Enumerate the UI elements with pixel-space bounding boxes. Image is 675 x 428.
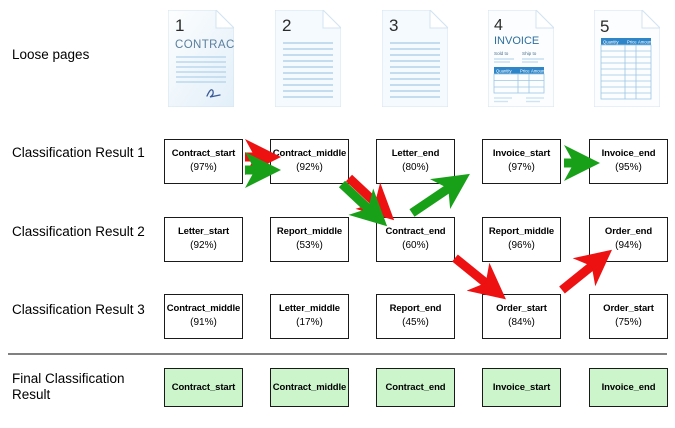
result3-box-1[interactable]: Contract_middle (91%) (164, 294, 243, 339)
result1-box-4[interactable]: Invoice_start (97%) (482, 139, 561, 184)
page-thumbnail-3[interactable]: 3 (382, 10, 448, 107)
final-box-3[interactable]: Contract_end (376, 368, 455, 407)
section-divider (8, 353, 667, 355)
result1-box-2-label: Contract_middle (272, 148, 347, 160)
result2-box-2[interactable]: Report_middle (53%) (270, 217, 349, 262)
final-box-1-label: Contract_start (171, 381, 236, 393)
row-label-loose-pages: Loose pages (12, 47, 90, 62)
svg-text:Amount: Amount (531, 68, 546, 73)
svg-text:Price: Price (627, 39, 637, 44)
final-box-2[interactable]: Contract_middle (270, 368, 349, 407)
result3-box-5-label: Order_start (603, 303, 654, 315)
result2-box-3-label: Contract_end (385, 226, 446, 238)
result2-box-5[interactable]: Order_end (94%) (589, 217, 668, 262)
result3-box-2-confidence: (17%) (296, 317, 323, 329)
arrow-green-2 (338, 180, 388, 227)
result3-box-4-label: Order_start (496, 303, 547, 315)
result2-box-2-label: Report_middle (276, 226, 343, 238)
result1-box-1[interactable]: Contract_start (97%) (164, 139, 243, 184)
result2-box-1-confidence: (92%) (190, 240, 217, 252)
result1-box-3-label: Letter_end (391, 148, 440, 160)
result2-box-4[interactable]: Report_middle (96%) (482, 217, 561, 262)
result3-box-2-label: Letter_middle (279, 303, 340, 315)
page-thumbnail-2[interactable]: 2 (275, 10, 341, 107)
result2-box-5-confidence: (94%) (615, 240, 642, 252)
final-box-4-label: Invoice_start (492, 381, 551, 393)
result1-box-5-confidence: (95%) (615, 162, 642, 174)
final-box-2-label: Contract_middle (272, 381, 347, 393)
row-label-result-1: Classification Result 1 (12, 145, 145, 160)
svg-text:3: 3 (389, 16, 398, 35)
result1-box-2[interactable]: Contract_middle (92%) (270, 139, 349, 184)
row-label-result-3: Classification Result 3 (12, 302, 145, 317)
final-box-1[interactable]: Contract_start (164, 368, 243, 407)
result2-box-3-confidence: (60%) (402, 240, 429, 252)
result1-box-2-confidence: (92%) (296, 162, 323, 174)
final-box-5-label: Invoice_end (601, 381, 656, 393)
svg-text:2: 2 (282, 16, 291, 35)
result2-box-2-confidence: (53%) (296, 240, 323, 252)
result1-box-1-confidence: (97%) (190, 162, 217, 174)
result3-box-4[interactable]: Order_start (84%) (482, 294, 561, 339)
result3-box-1-confidence: (91%) (190, 317, 217, 329)
final-box-5[interactable]: Invoice_end (589, 368, 668, 407)
svg-text:5: 5 (600, 17, 609, 36)
result2-box-4-confidence: (96%) (508, 240, 535, 252)
result1-box-3-confidence: (80%) (402, 162, 429, 174)
arrow-red-4 (559, 249, 613, 294)
final-box-4[interactable]: Invoice_start (482, 368, 561, 407)
row-label-final-result: Final Classification Result (12, 371, 125, 402)
svg-text:Amount: Amount (638, 39, 653, 44)
result3-box-5[interactable]: Order_start (75%) (589, 294, 668, 339)
result3-box-4-confidence: (84%) (508, 317, 535, 329)
page-thumbnail-5[interactable]: 5 Quantity Price Amount (594, 10, 660, 107)
svg-text:Quantity: Quantity (496, 68, 513, 73)
result3-box-2[interactable]: Letter_middle (17%) (270, 294, 349, 339)
result2-box-1[interactable]: Letter_start (92%) (164, 217, 243, 262)
final-box-3-label: Contract_end (385, 381, 446, 393)
svg-text:1: 1 (175, 16, 184, 35)
page-thumbnail-1[interactable]: 1 CONTRACT (168, 10, 234, 107)
result2-box-3[interactable]: Contract_end (60%) (376, 217, 455, 262)
result2-box-5-label: Order_end (604, 226, 653, 238)
result1-box-1-label: Contract_start (171, 148, 236, 160)
arrow-red-3 (452, 254, 506, 300)
result1-box-5[interactable]: Invoice_end (95%) (589, 139, 668, 184)
result1-box-4-confidence: (97%) (508, 162, 535, 174)
row-label-result-2: Classification Result 2 (12, 224, 145, 239)
result3-box-3-label: Report_end (389, 303, 442, 315)
result1-box-3[interactable]: Letter_end (80%) (376, 139, 455, 184)
result3-box-3[interactable]: Report_end (45%) (376, 294, 455, 339)
result2-box-4-label: Report_middle (488, 226, 555, 238)
result3-box-1-label: Contract_middle (166, 303, 241, 315)
result1-box-5-label: Invoice_end (601, 148, 656, 160)
svg-text:CONTRACT: CONTRACT (175, 39, 234, 51)
result3-box-3-confidence: (45%) (402, 317, 429, 329)
svg-text:Quantity: Quantity (603, 39, 620, 44)
result1-box-4-label: Invoice_start (492, 148, 551, 160)
svg-text:4: 4 (494, 17, 503, 34)
svg-text:Price: Price (520, 68, 530, 73)
arrow-green-3 (409, 173, 470, 217)
svg-text:Ship to: Ship to (522, 51, 537, 56)
result2-box-1-label: Letter_start (177, 226, 230, 238)
svg-text:Sold to: Sold to (494, 51, 509, 56)
result3-box-5-confidence: (75%) (615, 317, 642, 329)
page-thumbnail-4[interactable]: 4 INVOICE Sold to Ship to Quantity Price… (488, 10, 554, 107)
svg-text:INVOICE: INVOICE (494, 35, 539, 47)
